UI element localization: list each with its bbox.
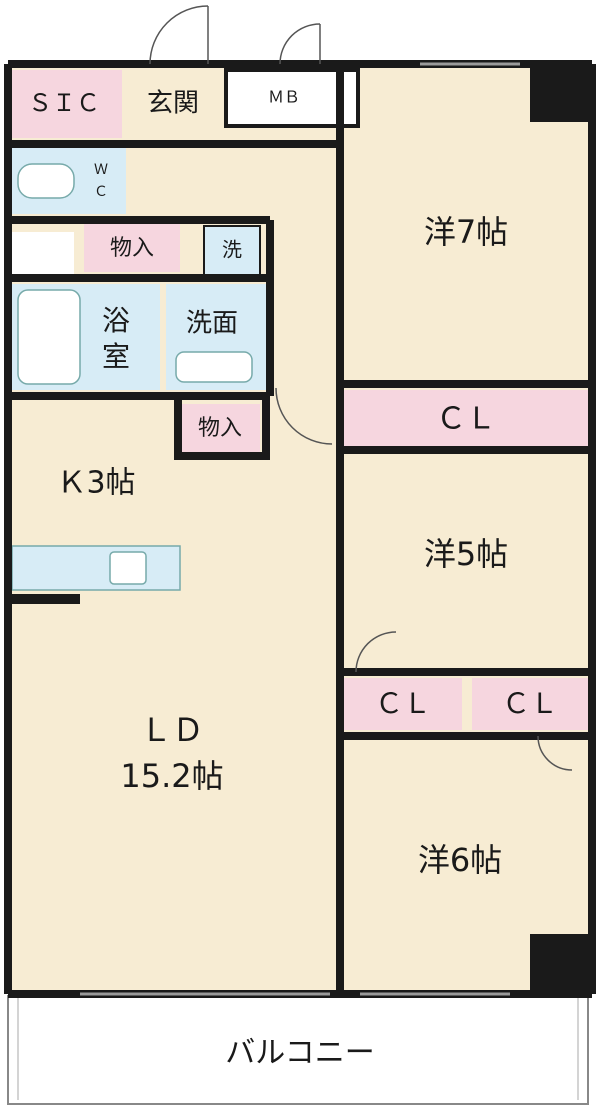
mb-label: ＭＢ bbox=[268, 88, 300, 107]
wc-label-1: Ｗ bbox=[94, 162, 108, 178]
kitchen-counter bbox=[11, 545, 181, 591]
washer-space bbox=[203, 225, 261, 277]
pipe-space bbox=[12, 232, 74, 274]
closet-6 bbox=[472, 678, 588, 730]
bath-label-1: 浴 bbox=[102, 304, 130, 337]
sic-room bbox=[12, 70, 122, 138]
wc-label-2: Ｃ bbox=[94, 184, 108, 200]
kitchen-sink bbox=[109, 551, 147, 585]
closet-7-label: ＣＬ bbox=[436, 402, 496, 437]
column bbox=[530, 64, 592, 122]
entrance-label: 玄関 bbox=[147, 89, 199, 119]
storage-mid bbox=[182, 404, 260, 454]
balcony-label: バルコニー bbox=[225, 1036, 374, 1071]
washroom-label: 洗面 bbox=[186, 309, 238, 339]
closet-5-label: ＣＬ bbox=[375, 687, 431, 720]
closet-5 bbox=[344, 678, 462, 730]
closet-7 bbox=[344, 390, 588, 446]
storage-mid-label: 物入 bbox=[198, 416, 242, 441]
bathtub bbox=[17, 289, 81, 385]
walls bbox=[4, 60, 596, 998]
floor-base bbox=[8, 60, 592, 990]
western6-label: 洋6帖 bbox=[418, 841, 502, 879]
toilet bbox=[17, 163, 75, 199]
western5-label: 洋5帖 bbox=[424, 535, 508, 573]
bath-label-2: 室 bbox=[102, 340, 130, 373]
sic-label: ＳＩＣ bbox=[28, 89, 100, 117]
wash-basin bbox=[175, 351, 253, 383]
balcony-area bbox=[7, 995, 589, 1105]
windows bbox=[80, 62, 520, 996]
storage-top bbox=[84, 224, 180, 272]
storage-top-label: 物入 bbox=[110, 236, 154, 261]
column bbox=[8, 594, 80, 604]
kitchen-label: Ｋ3帖 bbox=[56, 466, 135, 501]
column bbox=[530, 934, 592, 994]
washer-label: 洗 bbox=[222, 238, 242, 262]
closet-6-label: ＣＬ bbox=[502, 687, 558, 720]
ld-label-1: ＬＤ bbox=[140, 711, 204, 749]
doors bbox=[149, 5, 573, 771]
ld-label-2: 15.2帖 bbox=[120, 757, 223, 795]
entrance-room bbox=[128, 70, 218, 138]
western7-label: 洋7帖 bbox=[424, 213, 508, 251]
